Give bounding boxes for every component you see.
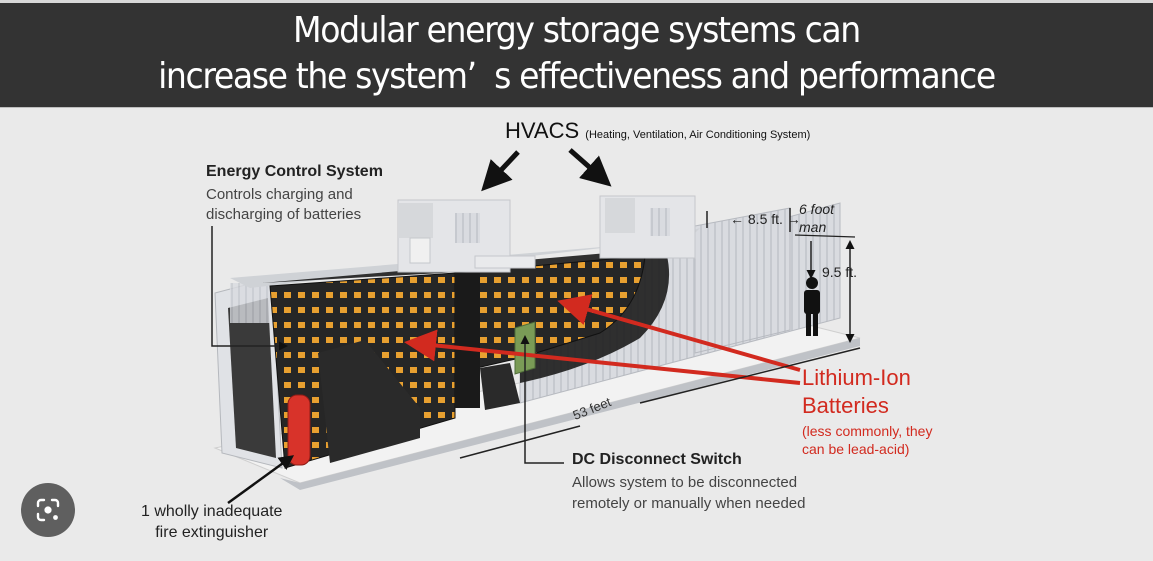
hvacs-arrow-left: [481, 150, 520, 192]
dc-desc-line-1: Allows system to be disconnected: [572, 474, 798, 491]
fire-extinguisher-label: 1 wholly inadequate fire extinguisher: [141, 501, 282, 543]
width-dimension-value: 8.5 ft.: [747, 211, 783, 227]
person-label-line-2: man: [799, 219, 827, 235]
fire-extinguisher-leader: [227, 455, 295, 505]
hvacs-label: HVACS (Heating, Ventilation, Air Conditi…: [505, 118, 810, 144]
cutaway-shell: [262, 248, 670, 383]
person-label-line-1: 6 foot: [799, 201, 835, 217]
visual-search-lens-icon: [36, 498, 60, 522]
container-end-wall: [694, 207, 791, 354]
height-dimension-label: 9.5 ft.: [822, 264, 858, 280]
hvac-unit-right: [599, 195, 696, 259]
person-silhouette-icon: [804, 277, 820, 336]
width-dimension-label: ← 8.5 ft. →: [730, 211, 801, 227]
fire-label-line-1: 1 wholly inadequate: [141, 503, 283, 520]
battery-note-line-2: can be lead-acid): [802, 441, 910, 457]
energy-control-leader: [211, 226, 288, 351]
dc-switch-leader: [520, 335, 564, 464]
hvacs-arrow-right: [568, 148, 612, 187]
title-banner: Modular energy storage systems can incre…: [0, 3, 1153, 108]
foreground-cabinet: [318, 340, 420, 463]
banner-title-line-1: Modular energy storage systems can: [293, 10, 861, 51]
person-scale-label: 6 foot man: [799, 200, 834, 236]
energy-control-title: Energy Control System: [206, 163, 383, 180]
battery-title-line-1: Lithium-Ion: [802, 365, 911, 390]
top-border: [0, 0, 1153, 3]
battery-rack-rear: [454, 255, 646, 374]
dc-switch-title: DC Disconnect Switch: [572, 451, 742, 468]
energy-control-description: Controls charging and discharging of bat…: [206, 185, 361, 225]
dc-desc-line-2: remotely or manually when needed: [572, 495, 806, 512]
dc-switch-description: Allows system to be disconnected remotel…: [572, 472, 805, 514]
battery-title-line-2: Batteries: [802, 393, 889, 418]
hvacs-subtitle: (Heating, Ventilation, Air Conditioning …: [585, 129, 811, 141]
energy-control-desc-line-2: discharging of batteries: [206, 206, 362, 223]
battery-arrow-1: [404, 329, 801, 385]
battery-note: (less commonly, they can be lead-acid): [802, 422, 932, 458]
battery-note-line-1: (less commonly, they: [802, 423, 933, 439]
hvacs-title: HVACS: [505, 118, 580, 143]
fire-extinguisher-graphic: [287, 394, 311, 466]
battery-arrow-2: [557, 294, 801, 372]
visual-search-lens-button[interactable]: [21, 483, 75, 537]
fire-label-line-2: fire extinguisher: [155, 524, 269, 541]
energy-control-desc-line-1: Controls charging and: [206, 186, 353, 203]
banner-title-line-2: increase the system’ s effectiveness and…: [158, 56, 996, 97]
rack-partition: [455, 273, 480, 408]
energy-storage-diagram: HVACS (Heating, Ventilation, Air Conditi…: [0, 108, 1153, 561]
container-roof: [230, 228, 700, 288]
battery-label: Lithium-Ion Batteries: [802, 364, 911, 420]
container-illustration: [211, 148, 861, 505]
